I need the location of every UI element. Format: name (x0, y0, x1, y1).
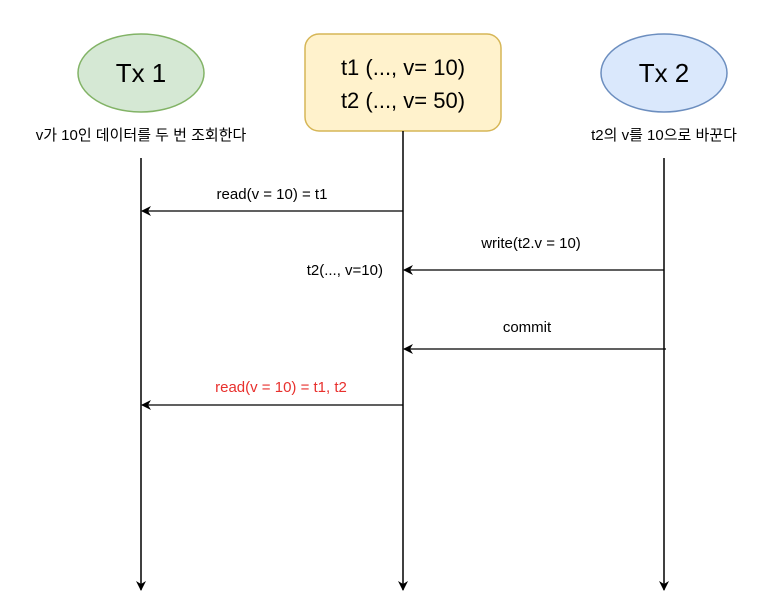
tx2-label: Tx 2 (639, 58, 690, 88)
message-read-1-label: read(v = 10) = t1 (217, 186, 328, 203)
db-state-label: t2(..., v=10) (307, 262, 383, 279)
tx2-node (600, 33, 728, 113)
tx2-caption: t2의 v를 10으로 바꾼다 (591, 127, 737, 144)
tx1-caption: v가 10인 데이터를 두 번 조회한다 (36, 127, 247, 144)
message-read-2-label: read(v = 10) = t1, t2 (215, 379, 347, 396)
tx1-label: Tx 1 (116, 58, 167, 88)
db-participant: t1 (..., v= 10) t2 (..., v= 50) (304, 33, 502, 591)
message-read-1: read(v = 10) = t1 (141, 186, 403, 216)
tx2-participant: Tx 2 t2의 v를 10으로 바꾼다 (591, 33, 737, 591)
message-write-label: write(t2.v = 10) (480, 235, 581, 252)
db-node (304, 33, 502, 132)
db-row-t2: t2 (..., v= 50) (341, 88, 465, 113)
message-read-2: read(v = 10) = t1, t2 (141, 379, 403, 410)
db-row-t1: t1 (..., v= 10) (341, 55, 465, 80)
message-commit-label: commit (503, 319, 552, 336)
message-commit: commit (403, 319, 666, 354)
message-write: write(t2.v = 10) t2(..., v=10) (307, 235, 664, 279)
tx1-participant: Tx 1 v가 10인 데이터를 두 번 조회한다 (36, 33, 247, 591)
tx1-node (77, 33, 205, 113)
